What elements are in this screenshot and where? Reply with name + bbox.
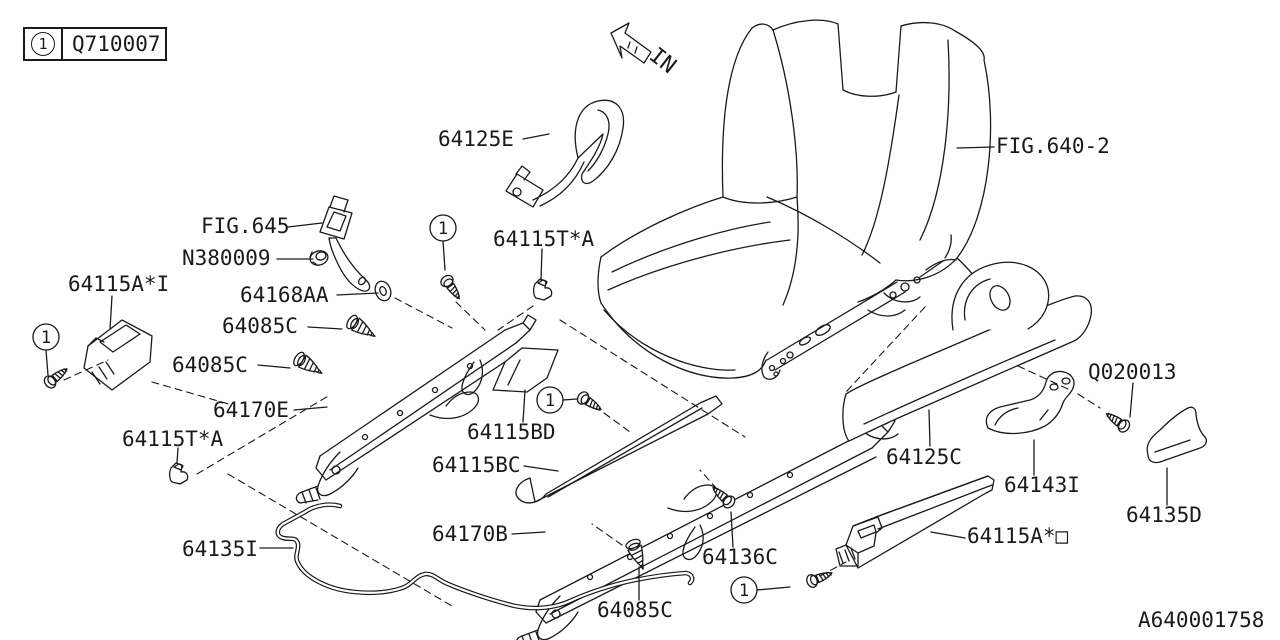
- legend-callout-marker: 1: [31, 32, 55, 56]
- part-label-64085c-a: 64085C: [222, 314, 298, 338]
- part-label-64168aa: 64168AA: [240, 283, 329, 307]
- hook-lower-illustration: [168, 462, 189, 485]
- callout-markers: 1 1 1 1: [32, 214, 791, 604]
- seat-illustration: [597, 19, 997, 380]
- part-label-fig645: FIG.645: [201, 214, 290, 238]
- part-label-64115a-i: 64115A*I: [68, 272, 170, 296]
- legend-part-code: Q710007: [72, 32, 161, 56]
- leader-lines: [109, 133, 1168, 601]
- part-label-64115bd: 64115BD: [467, 420, 556, 444]
- screw-4-illustration: [804, 566, 836, 590]
- side-cover-illustration: [842, 261, 1093, 442]
- belt-guide-illustration: [505, 99, 625, 208]
- screw-q020013-illustration: [1102, 407, 1133, 435]
- inner-cover-bracket-illustration: [83, 319, 153, 391]
- screw-1-illustration: [41, 362, 72, 391]
- part-label-64115a-sq: 64115A*□: [967, 524, 1069, 548]
- part-label-64085c-b: 64085C: [172, 353, 248, 377]
- part-label-fig640-2: FIG.640-2: [996, 134, 1110, 158]
- part-label-64115t-a-2: 64115T*A: [122, 427, 224, 451]
- washer-illustration: [374, 280, 392, 302]
- part-label-64170e: 64170E: [213, 398, 289, 422]
- callout-1-c: 1: [545, 391, 555, 411]
- part-label-n380009: N380009: [182, 246, 271, 270]
- legend-callout-cell: 1: [25, 29, 63, 59]
- part-label-64125e: 64125E: [438, 127, 514, 151]
- in-label: IN: [644, 43, 680, 79]
- part-label-64143i: 64143I: [1004, 473, 1080, 497]
- callout-1-b: 1: [438, 219, 448, 239]
- slide-bar-illustration: [515, 395, 723, 504]
- nut-illustration: [309, 250, 329, 266]
- drawing-number: A640001758: [1138, 608, 1265, 632]
- part-label-64170b: 64170B: [432, 522, 508, 546]
- part-label-q020013: Q020013: [1088, 360, 1177, 384]
- in-direction-arrow: IN: [610, 22, 681, 79]
- outer-strip-illustration: [835, 475, 995, 569]
- shield-illustration: [492, 347, 559, 393]
- cap-a-illustration: [343, 312, 380, 344]
- cap-b-illustration: [290, 349, 327, 381]
- part-label-64115bc: 64115BC: [432, 453, 521, 477]
- callout-1-d: 1: [739, 581, 749, 601]
- part-label-64135d: 64135D: [1126, 503, 1202, 527]
- part-label-64136c: 64136C: [702, 545, 778, 569]
- buckle-illustration: [319, 195, 371, 292]
- hook-upper-illustration: [532, 278, 553, 301]
- dashed-assembly-lines: [63, 297, 1101, 607]
- cover-d-illustration: [1146, 406, 1207, 464]
- part-label-64125c: 64125C: [886, 445, 962, 469]
- screw-2-illustration: [438, 272, 466, 303]
- lever-illustration: [985, 370, 1075, 435]
- wire-illustration: [275, 502, 695, 611]
- rail-outer-illustration: [295, 314, 537, 504]
- callout-1-a: 1: [41, 328, 51, 348]
- part-label-64115t-a-1: 64115T*A: [493, 227, 595, 251]
- part-label-64135i: 64135I: [182, 537, 258, 561]
- legend-box: 1 Q710007: [23, 27, 167, 61]
- part-label-64085c-c: 64085C: [597, 598, 673, 622]
- screw-3-illustration: [574, 389, 606, 416]
